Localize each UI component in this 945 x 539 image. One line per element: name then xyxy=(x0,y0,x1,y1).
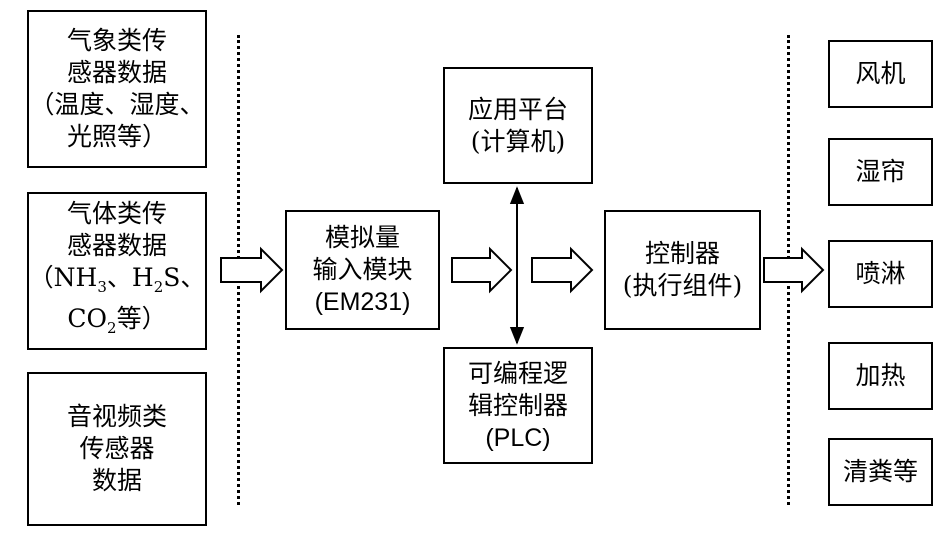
av-sensor-line-2: 传感器 xyxy=(79,434,155,463)
plc-box: 可编程逻 辑控制器 (PLC) xyxy=(443,347,593,464)
av-sensor-line-1: 音视频类 xyxy=(66,402,167,431)
analog-input-module-box: 模拟量 输入模块 (EM231) xyxy=(285,210,440,330)
plc-line-2: 辑控制器 xyxy=(467,390,568,420)
app-platform-line-2: (计算机) xyxy=(470,126,566,156)
plc-line-1: 可编程逻 xyxy=(467,358,568,388)
av-sensor-line-3: 数据 xyxy=(91,466,142,495)
actuator-manure-box: 清粪等 xyxy=(828,438,933,506)
actuator-fan-label: 风机 xyxy=(855,59,906,88)
block-arrow-sensors-to-module xyxy=(220,246,284,294)
analog-module-line-2: 输入模块 xyxy=(312,255,413,284)
controller-box: 控制器 (执行组件) xyxy=(604,210,761,330)
gas-co2-prefix: CO xyxy=(67,304,108,333)
gas-sensor-line-2: 感器数据 xyxy=(66,231,167,260)
plc-line-3: (PLC) xyxy=(485,423,551,452)
gas-co2-suffix: 等） xyxy=(116,304,167,333)
gas-sensor-line-1: 气体类传 xyxy=(66,199,167,228)
analog-module-line-1: 模拟量 xyxy=(324,223,400,252)
gas-sensor-box: 气体类传 感器数据 （NH3、H2S、 CO2等） xyxy=(27,192,207,350)
block-arrow-bus-to-controller xyxy=(531,246,594,294)
actuator-manure-label: 清粪等 xyxy=(842,457,918,486)
controller-line-1: 控制器 xyxy=(644,239,720,268)
gas-h2s-subscript: 2 xyxy=(153,278,164,296)
weather-sensor-line-3: （温度、湿度、 xyxy=(29,90,205,119)
gas-h2s-suffix: S、 xyxy=(163,263,206,292)
block-arrow-controller-to-actuators xyxy=(763,246,825,294)
actuator-spray-box: 喷淋 xyxy=(828,240,933,308)
actuator-fan-box: 风机 xyxy=(828,40,933,108)
gas-co2-subscript: 2 xyxy=(107,319,117,337)
analog-module-line-3: (EM231) xyxy=(314,288,411,316)
gas-h2s-prefix: 、H xyxy=(106,263,154,292)
gas-nh3-subscript: 3 xyxy=(97,278,107,296)
weather-sensor-box: 气象类传 感器数据 （温度、湿度、 光照等） xyxy=(27,10,207,168)
weather-sensor-line-1: 气象类传 xyxy=(66,26,167,55)
gas-nh3-prefix: （NH xyxy=(28,263,98,292)
controller-line-2: (执行组件) xyxy=(622,271,743,300)
actuator-heat-label: 加热 xyxy=(855,361,906,390)
block-arrow-module-to-bus xyxy=(451,246,513,294)
actuator-curtain-box: 湿帘 xyxy=(828,138,933,206)
application-platform-box: 应用平台 (计算机) xyxy=(443,67,593,184)
av-sensor-box: 音视频类 传感器 数据 xyxy=(27,372,207,526)
weather-sensor-line-4: 光照等） xyxy=(66,122,167,151)
gas-sensor-line-3: （NH3、H2S、 xyxy=(29,262,206,303)
actuator-heat-box: 加热 xyxy=(828,342,933,410)
actuator-curtain-label: 湿帘 xyxy=(855,157,906,186)
app-platform-line-1: 应用平台 xyxy=(467,94,568,124)
gas-sensor-line-4: CO2等） xyxy=(67,303,166,344)
weather-sensor-line-2: 感器数据 xyxy=(66,58,167,87)
actuator-spray-label: 喷淋 xyxy=(855,259,906,288)
